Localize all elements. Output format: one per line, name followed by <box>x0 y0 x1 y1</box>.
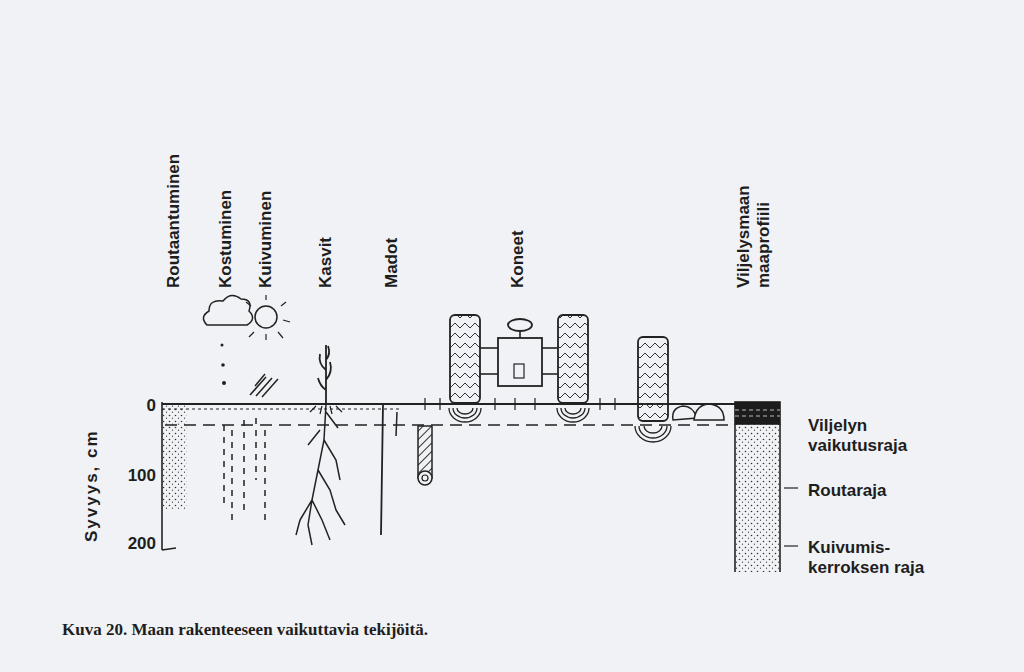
factor-label: Kasvit <box>316 237 336 288</box>
factor-label: Routaantuminen <box>164 154 184 288</box>
factor-label: Kostuminen <box>216 190 236 288</box>
factor-label: Madot <box>382 238 402 288</box>
figure-caption: Kuva 20. Maan rakenteeseen vaikuttavia t… <box>62 620 428 640</box>
factor-label: Koneet <box>508 230 528 288</box>
boundary-label: Routaraja <box>808 481 886 501</box>
axis-tick: 200 <box>128 534 156 554</box>
profile-label: Viljelysmaan maaprofiili <box>734 168 773 288</box>
boundary-label: Kuivumis- kerroksen raja <box>808 538 953 577</box>
boundary-label: Viljelyn vaikutusraja <box>808 416 928 455</box>
axis-title: Syvyys, cm <box>82 429 102 542</box>
factor-label: Kuivuminen <box>256 191 276 288</box>
axis-tick: 0 <box>147 396 156 416</box>
axis-tick: 100 <box>128 466 156 486</box>
